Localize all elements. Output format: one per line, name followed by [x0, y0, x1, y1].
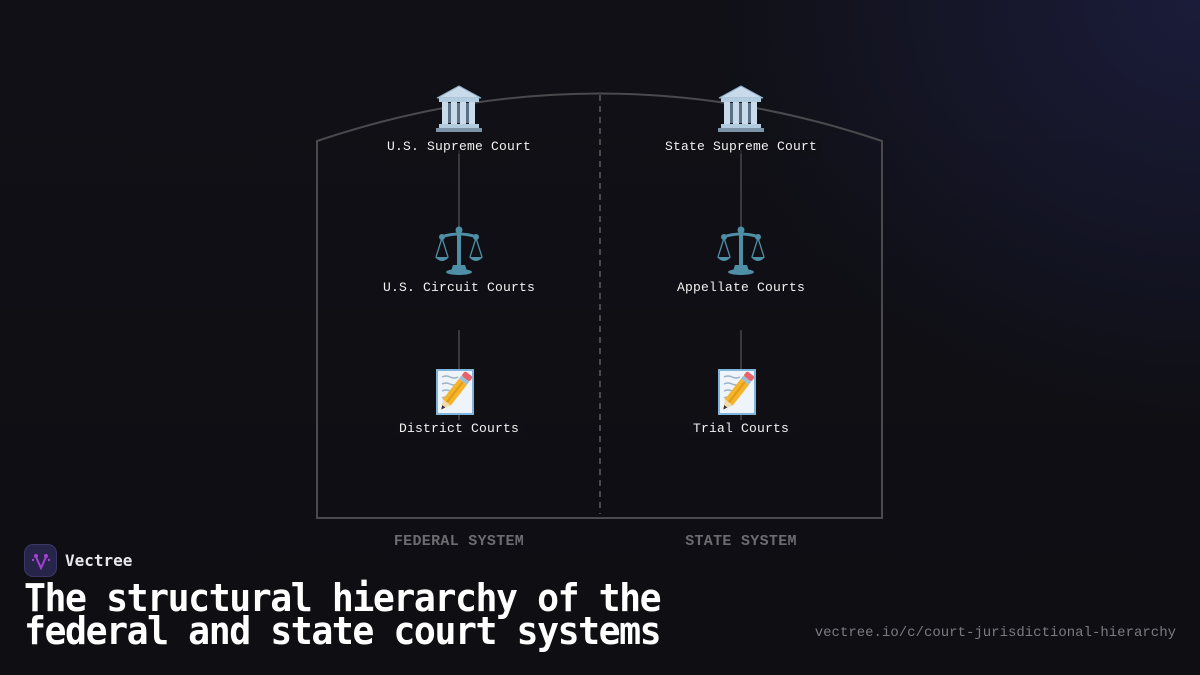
- brand-name: Vectree: [65, 551, 133, 570]
- node-label: State Supreme Court: [660, 139, 822, 154]
- node-district-courts: District Courts: [349, 365, 569, 436]
- classical-building-icon: [433, 83, 485, 135]
- state-system-label: STATE SYSTEM: [685, 533, 797, 550]
- title-line-1: The structural hierarchy of the: [24, 576, 662, 620]
- classical-building-icon: [715, 83, 767, 135]
- node-us-circuit-courts: U.S. Circuit Courts: [349, 224, 569, 295]
- node-label: Trial Courts: [688, 421, 793, 436]
- balance-scale-icon: [715, 224, 767, 276]
- node-label: U.S. Circuit Courts: [378, 280, 540, 295]
- node-label: District Courts: [394, 421, 524, 436]
- federal-system-label: FEDERAL SYSTEM: [393, 533, 525, 550]
- node-label: Appellate Courts: [672, 280, 810, 295]
- source-url: vectree.io/c/court-jurisdictional-hierar…: [814, 625, 1176, 641]
- vectree-logo-icon: [24, 544, 57, 577]
- memo-pencil-icon: [715, 365, 767, 417]
- node-appellate-courts: Appellate Courts: [631, 224, 851, 295]
- node-label: U.S. Supreme Court: [382, 139, 536, 154]
- memo-pencil-icon: [433, 365, 485, 417]
- node-state-supreme-court: State Supreme Court: [631, 83, 851, 154]
- title-line-2: federal and state court systems: [24, 609, 662, 653]
- node-us-supreme-court: U.S. Supreme Court: [349, 83, 569, 154]
- balance-scale-icon: [433, 224, 485, 276]
- page-title: The structural hierarchy of the federal …: [24, 579, 662, 650]
- node-trial-courts: Trial Courts: [631, 365, 851, 436]
- brand: Vectree: [24, 544, 132, 577]
- frame-outline: [316, 92, 883, 519]
